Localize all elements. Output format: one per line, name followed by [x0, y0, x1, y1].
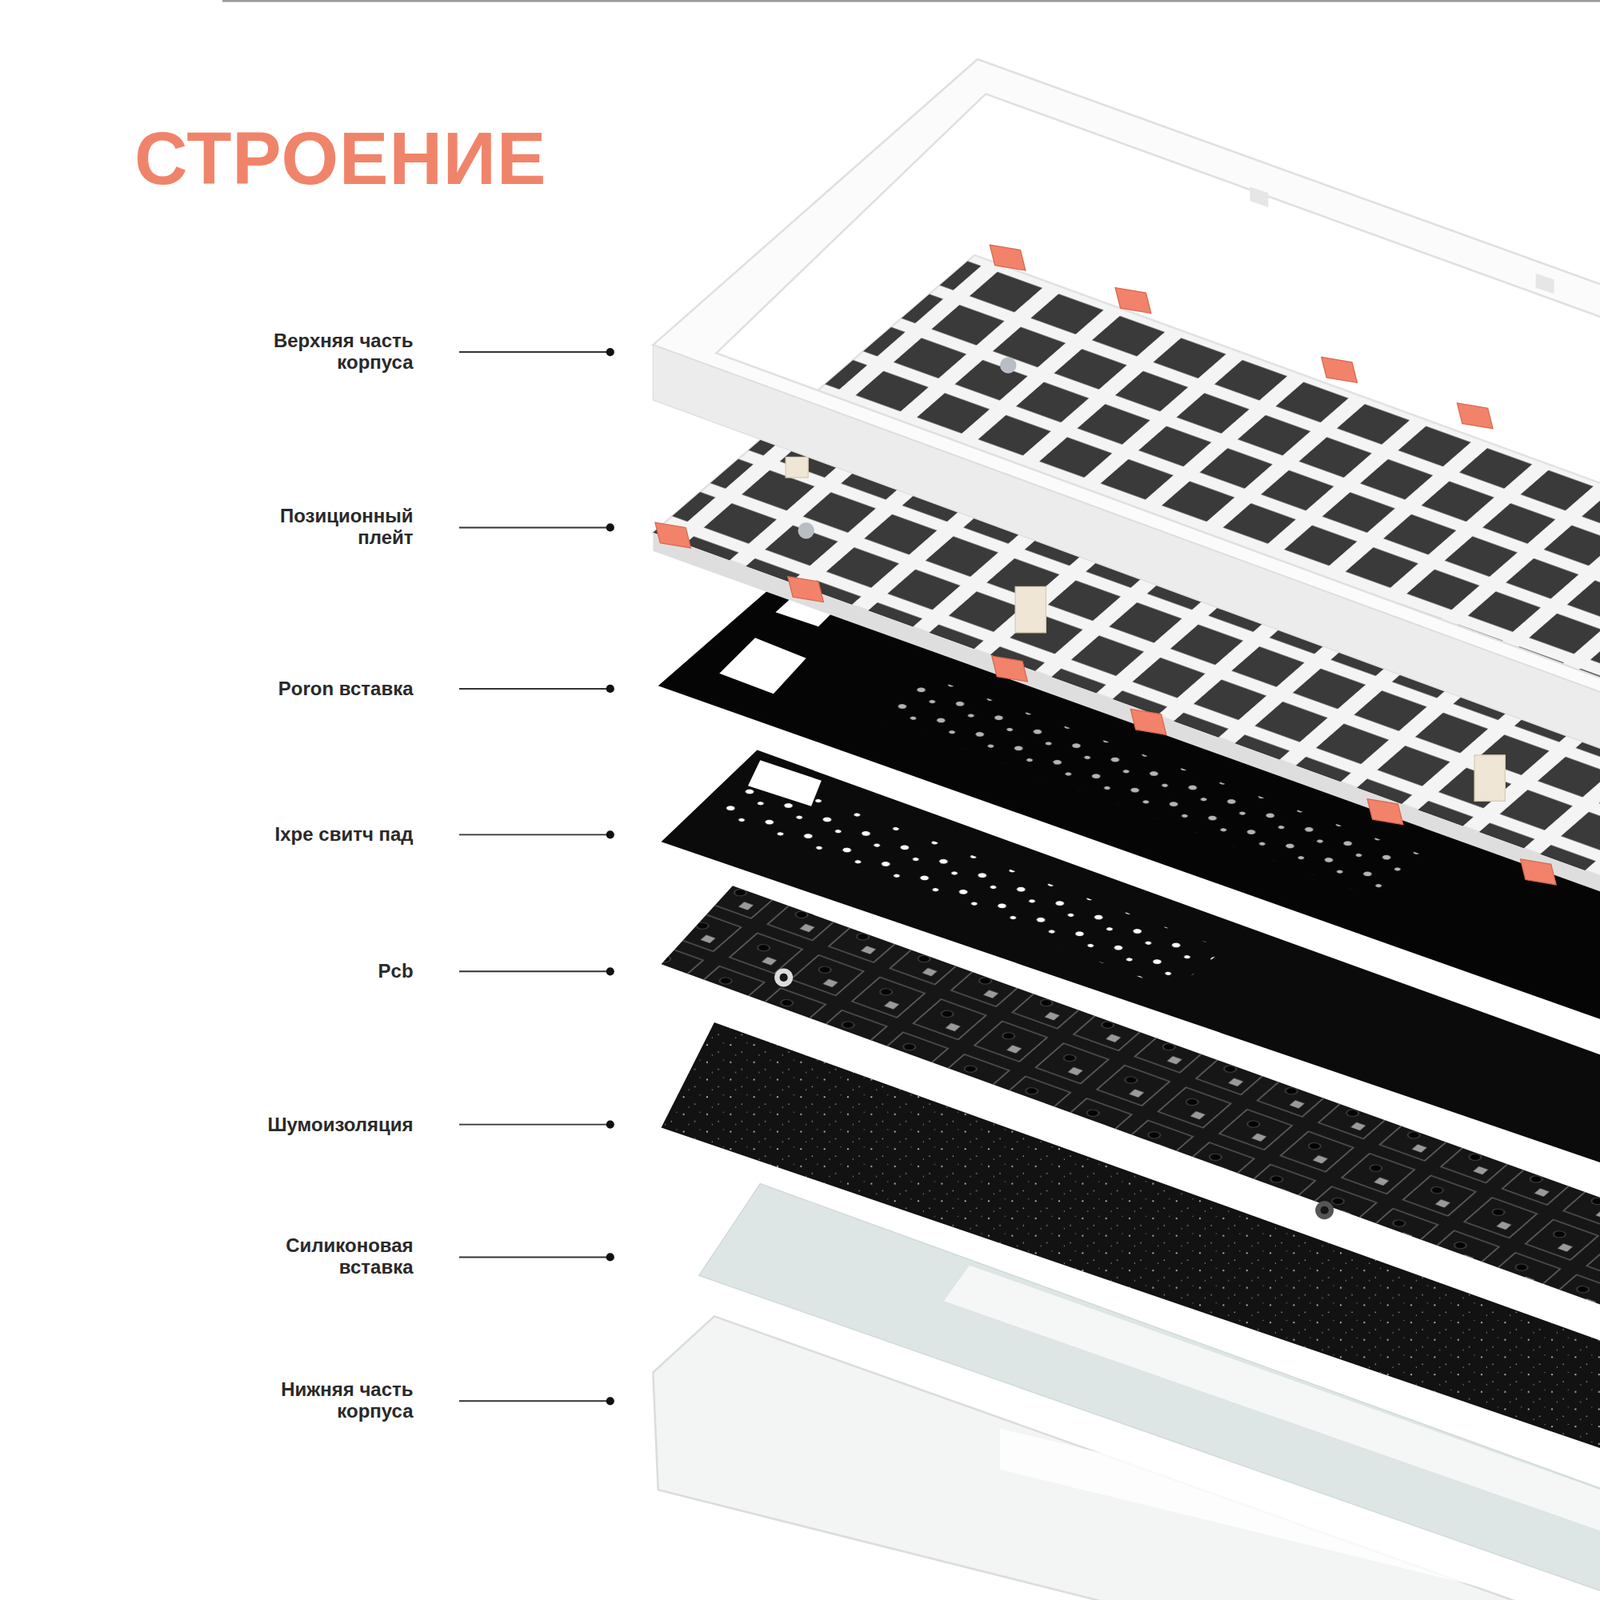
part-label: Шумоизоляция	[241, 1113, 414, 1136]
leader-lines	[459, 352, 611, 1401]
position-plate	[652, 255, 1600, 888]
page-title: СТРОЕНИЕ	[134, 118, 547, 200]
top-rule	[222, 0, 1600, 3]
part-label: Pcb	[241, 960, 414, 983]
part-label: Позиционный плейт	[241, 506, 414, 550]
part-label: Ixpe свитч пад	[241, 824, 414, 846]
leader-dots	[606, 348, 615, 1405]
part-label: Верхняя часть корпуса	[241, 330, 414, 374]
top-case	[652, 59, 1600, 704]
part-label: Силиконовая вставка	[241, 1236, 414, 1280]
part-label: Нижняя часть корпуса	[241, 1379, 414, 1423]
part-label: Poron вставка	[241, 678, 414, 700]
